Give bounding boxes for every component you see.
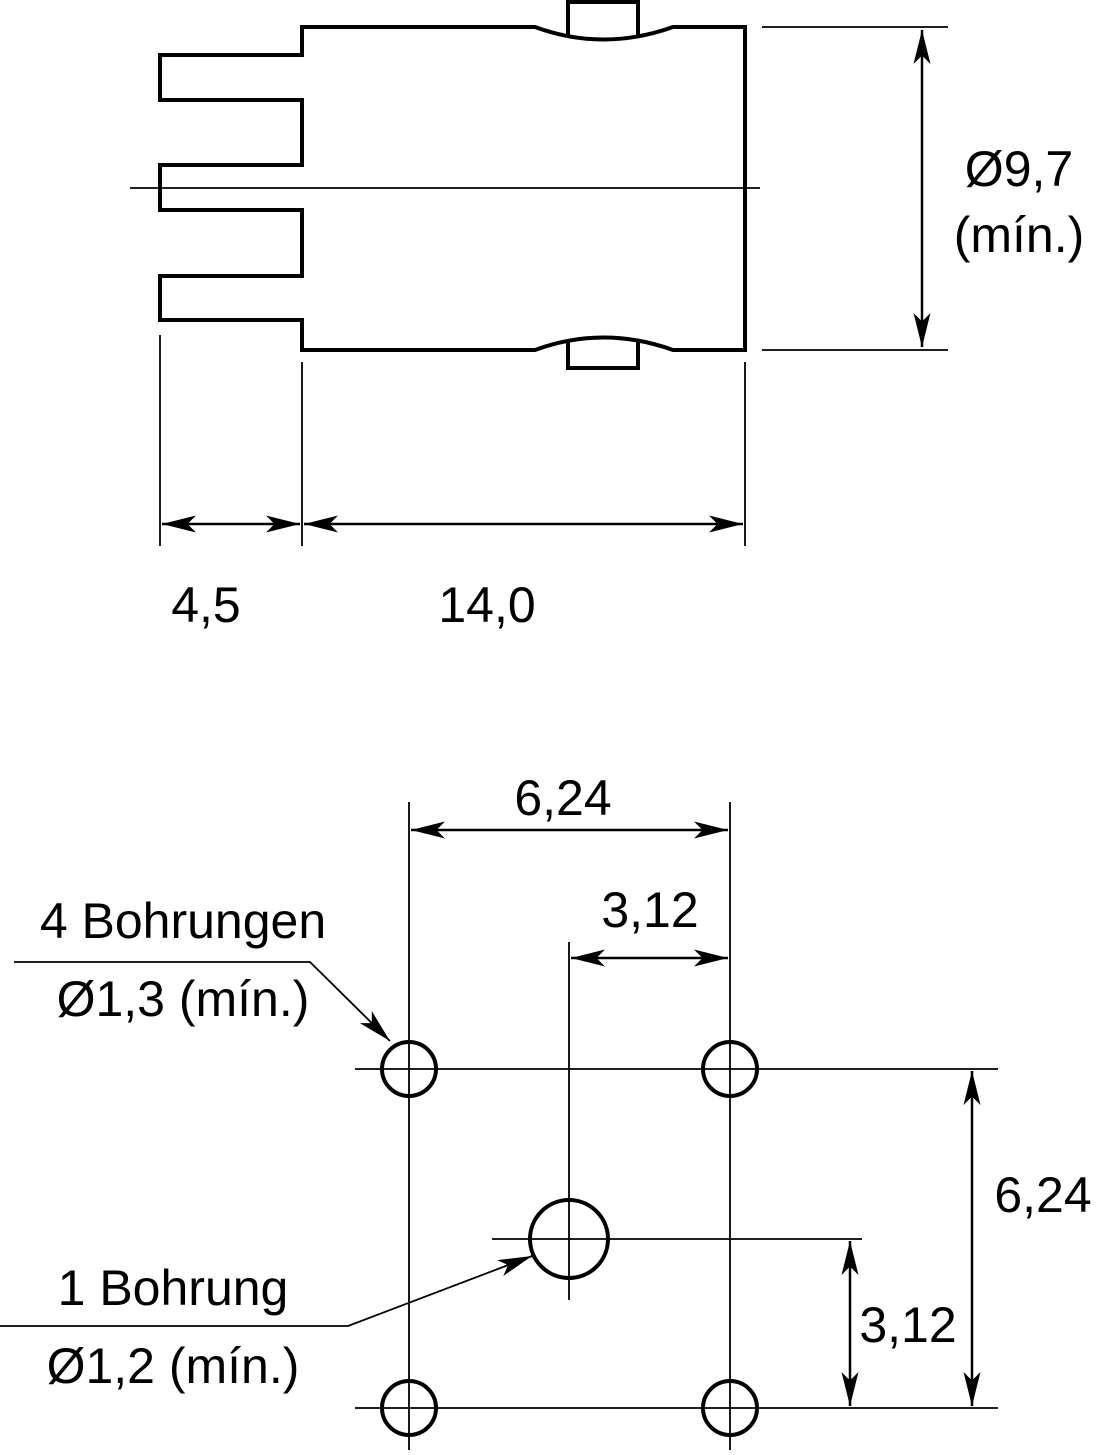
four-holes-title: 4 Bohrungen <box>40 893 326 949</box>
pin-length-label: 4,5 <box>171 577 241 633</box>
hole-bottom-left <box>380 1379 438 1437</box>
hole-top-left <box>380 1040 438 1098</box>
side-view: Ø9,7 (mín.) 4,5 14,0 <box>130 0 1085 633</box>
diameter-label: Ø9,7 <box>965 141 1073 197</box>
bottom-latch-tab <box>566 341 640 370</box>
footprint: 6,24 3,12 6,24 3,12 4 Bohrungen Ø1,3 (mí… <box>0 770 1092 1450</box>
center-hole-spec: Ø1,2 (mín.) <box>47 1338 300 1394</box>
hole-bottom-right <box>701 1379 759 1437</box>
height-outer-label: 6,24 <box>994 1167 1091 1223</box>
hole-top-right <box>701 1040 759 1098</box>
top-latch-tab <box>566 0 640 36</box>
four-holes-spec: Ø1,3 (mín.) <box>57 971 310 1027</box>
diameter-note: (mín.) <box>954 207 1085 263</box>
leader-four-holes <box>14 961 391 1042</box>
leader-center-hole <box>0 1255 533 1327</box>
width-inner-label: 3,12 <box>601 882 698 938</box>
hole-center <box>528 1198 610 1280</box>
connector-body-outline <box>158 25 747 352</box>
width-outer-label: 6,24 <box>514 770 611 826</box>
body-length-label: 14,0 <box>438 577 535 633</box>
height-inner-label: 3,12 <box>859 1297 956 1353</box>
center-hole-title: 1 Bohrung <box>58 1260 289 1316</box>
